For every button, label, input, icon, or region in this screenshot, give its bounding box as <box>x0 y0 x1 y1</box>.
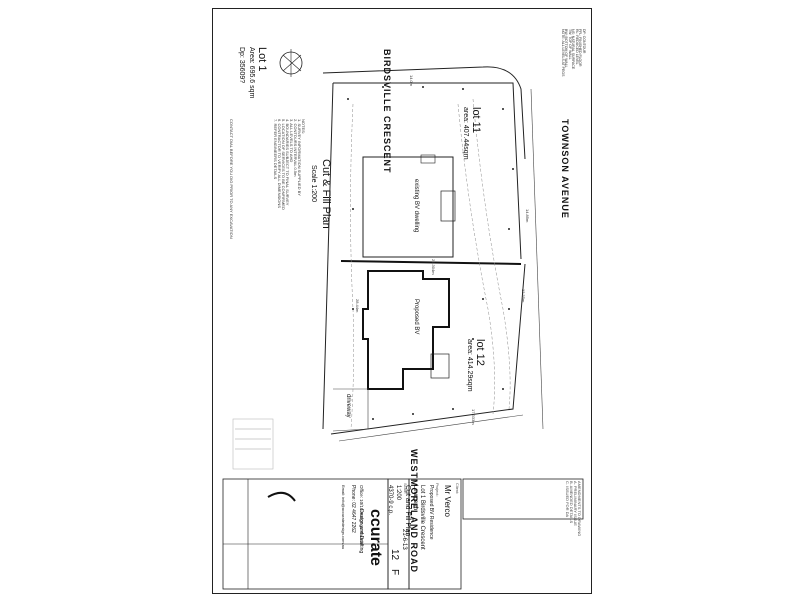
tb-project-label: Project: <box>435 483 440 497</box>
tb-office: Office: 10/10 Furlongs Parade <box>359 485 364 545</box>
driveway-label: driveway <box>345 394 351 418</box>
tb-client-label: Client: <box>455 483 460 495</box>
legend-line: TW: TOP OF WALL <box>568 29 572 60</box>
lot12-area: area: 414.29sqm <box>466 339 473 392</box>
site-plan-linework <box>222 49 584 590</box>
dim-mid: 21.304m <box>431 259 436 275</box>
dim-side-a: 14.85m <box>525 209 530 223</box>
lot1-dp: Dp: 35609? <box>238 47 245 84</box>
lot11-name: lot 11 <box>470 107 482 134</box>
proposed-dwelling-label: Proposed BV <box>413 299 419 335</box>
tb-sheet: 12 <box>389 549 400 561</box>
dim-bottom: 17.333m <box>471 409 476 425</box>
tb-phone: Phone: 02 4647 2262 <box>350 485 356 533</box>
revision-line: C. ISSUED FOR DA <box>565 481 570 518</box>
tb-date: 21-6-13 <box>401 529 407 550</box>
dim-side-b: 13.55m <box>521 289 526 303</box>
drawing-sheet: BIRDSVILLE CRESCENT TOWNSON AVENUE WESTM… <box>212 8 592 594</box>
tb-job: 4370-9 c.p. <box>387 485 393 516</box>
tb-company-logo: ccurate <box>367 509 384 566</box>
tb-project: Proposed BV Residence <box>428 485 434 540</box>
lot1-name: Lot 1 <box>256 47 268 72</box>
plan-scale: Scale 1:200 <box>310 165 317 202</box>
road-label-townson: TOWNSON AVENUE <box>560 119 570 219</box>
legend-line: NOTE: ALL LEVELS AT PEGS <box>561 29 565 77</box>
road-label-birdsville: BIRDSVILLE CRESCENT <box>382 49 392 174</box>
lot1-area: Area: 695.6 sqm <box>248 47 255 99</box>
existing-dwelling-label: existing BV dwelling <box>413 179 419 233</box>
dim-left: 28.44m <box>355 299 360 313</box>
tb-suburb: Leumeah <box>412 485 418 511</box>
legend-block: DP: CONTOUR FFL: FINISHED FLOOR RL: REDU… <box>561 29 586 76</box>
revision-box: AMENDMENTS TO DRAWING A. PRELIMINARY ISS… <box>565 481 582 536</box>
legend-line: DP: CONTOUR <box>582 29 586 54</box>
tb-scale-label: Scale: <box>403 483 408 495</box>
tb-site: Lot 1 Birdsville Crescent <box>419 485 425 550</box>
legend-line: RL: REDUCED LEVEL <box>575 29 579 65</box>
dim-top: 14.0m <box>409 75 414 87</box>
tb-client: Mr Verco <box>443 485 452 518</box>
lot11-area: area: 407.44sqm <box>462 107 469 160</box>
tb-email: Email: info@accuratedesign.com.au <box>341 485 346 550</box>
plan-title: Cut & Fill Plan <box>320 159 332 229</box>
tb-revision: F <box>389 569 400 576</box>
lot12-name: lot 12 <box>474 339 486 366</box>
tb-scale: 1:200 <box>395 485 401 501</box>
notes-contact: CONTACT DIAL BEFORE YOU DIG PRIOR TO ANY… <box>229 119 234 239</box>
notes-block: NOTES: 1. SURVEY INFORMATION SUPPLIED BY… <box>273 119 306 210</box>
